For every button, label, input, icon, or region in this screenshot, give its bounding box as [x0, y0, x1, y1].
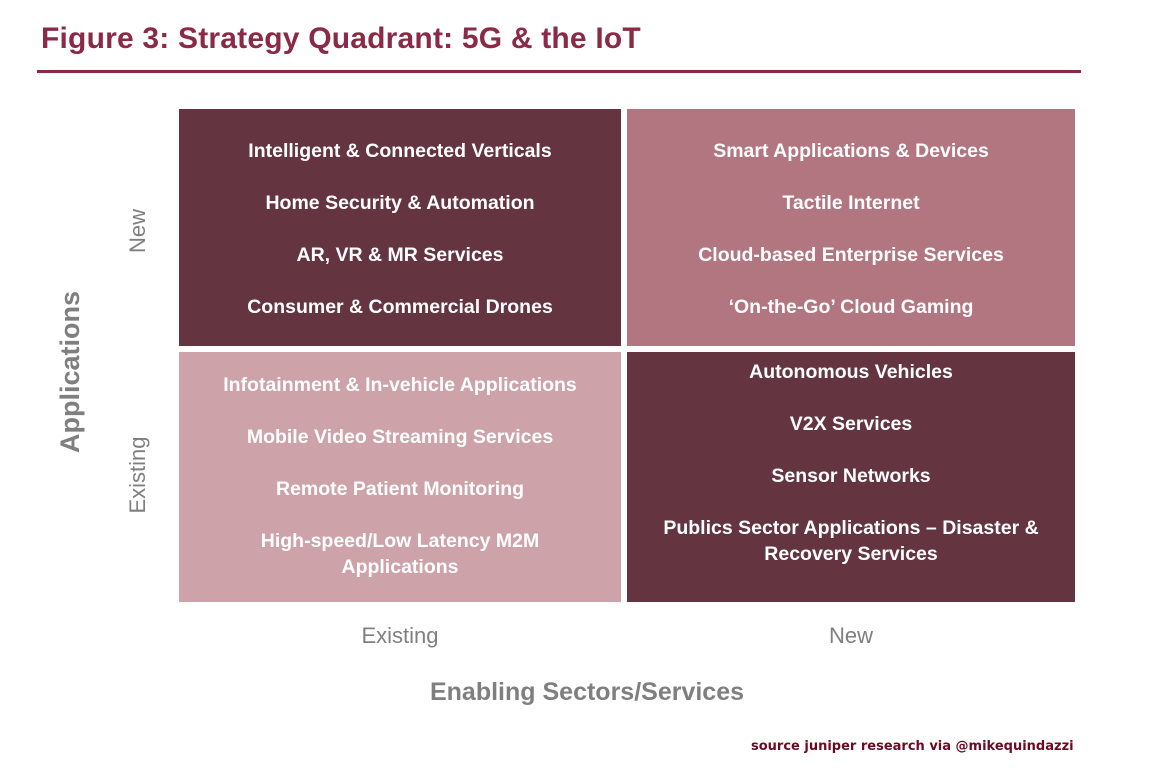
quadrant-item: Smart Applications & Devices: [713, 140, 989, 162]
quadrant-item: Tactile Internet: [782, 192, 920, 214]
quadrant-item: Cloud-based Enterprise Services: [698, 244, 1004, 266]
quadrant-item: Consumer & Commercial Drones: [247, 296, 553, 318]
y-axis-title-text: Applications: [54, 290, 85, 453]
y-axis-tick-new-text: New: [125, 209, 150, 254]
quadrant-item: Intelligent & Connected Verticals: [248, 140, 552, 162]
quadrant-item: AR, VR & MR Services: [296, 244, 504, 266]
quadrant-item: Mobile Video Streaming Services: [246, 426, 554, 448]
figure-title: Figure 3: Strategy Quadrant: 5G & the Io…: [41, 22, 641, 55]
quadrant-new-apps-new-sectors: Smart Applications & Devices Tactile Int…: [627, 109, 1075, 346]
quadrant-item: V2X Services: [789, 413, 913, 435]
quadrant-new-apps-existing-sectors: Intelligent & Connected Verticals Home S…: [179, 109, 621, 346]
y-axis-title: Applications: [55, 291, 85, 453]
x-axis-tick-existing: Existing: [361, 623, 439, 648]
y-axis-tick-new: New: [125, 201, 151, 261]
x-axis-tick-new: New: [828, 623, 873, 648]
x-axis-title: Enabling Sectors/Services: [429, 678, 745, 706]
source-credit: source juniper research via @mikequindaz…: [751, 739, 1074, 754]
quadrant-item: Publics Sector Applications – Disaster &…: [663, 517, 1039, 565]
quadrant-existing-apps-new-sectors: Autonomous Vehicles V2X Services Sensor …: [627, 352, 1075, 602]
quadrant-item: ‘On-the-Go’ Cloud Gaming: [728, 296, 974, 318]
quadrant-item: Autonomous Vehicles: [749, 361, 953, 383]
quadrant-item: Infotainment & In-vehicle Applications: [223, 374, 577, 396]
quadrant-item: Sensor Networks: [771, 465, 931, 487]
quadrant-item: Home Security & Automation: [265, 192, 535, 214]
y-axis-tick-existing-text: Existing: [125, 436, 150, 514]
y-axis-tick-existing: Existing: [125, 435, 151, 515]
quadrant-item: High-speed/Low Latency M2M Applications: [260, 530, 540, 578]
title-divider: [37, 70, 1081, 73]
quadrant-existing-apps-existing-sectors: Infotainment & In-vehicle Applications M…: [179, 352, 621, 602]
quadrant-item: Remote Patient Monitoring: [275, 478, 525, 500]
